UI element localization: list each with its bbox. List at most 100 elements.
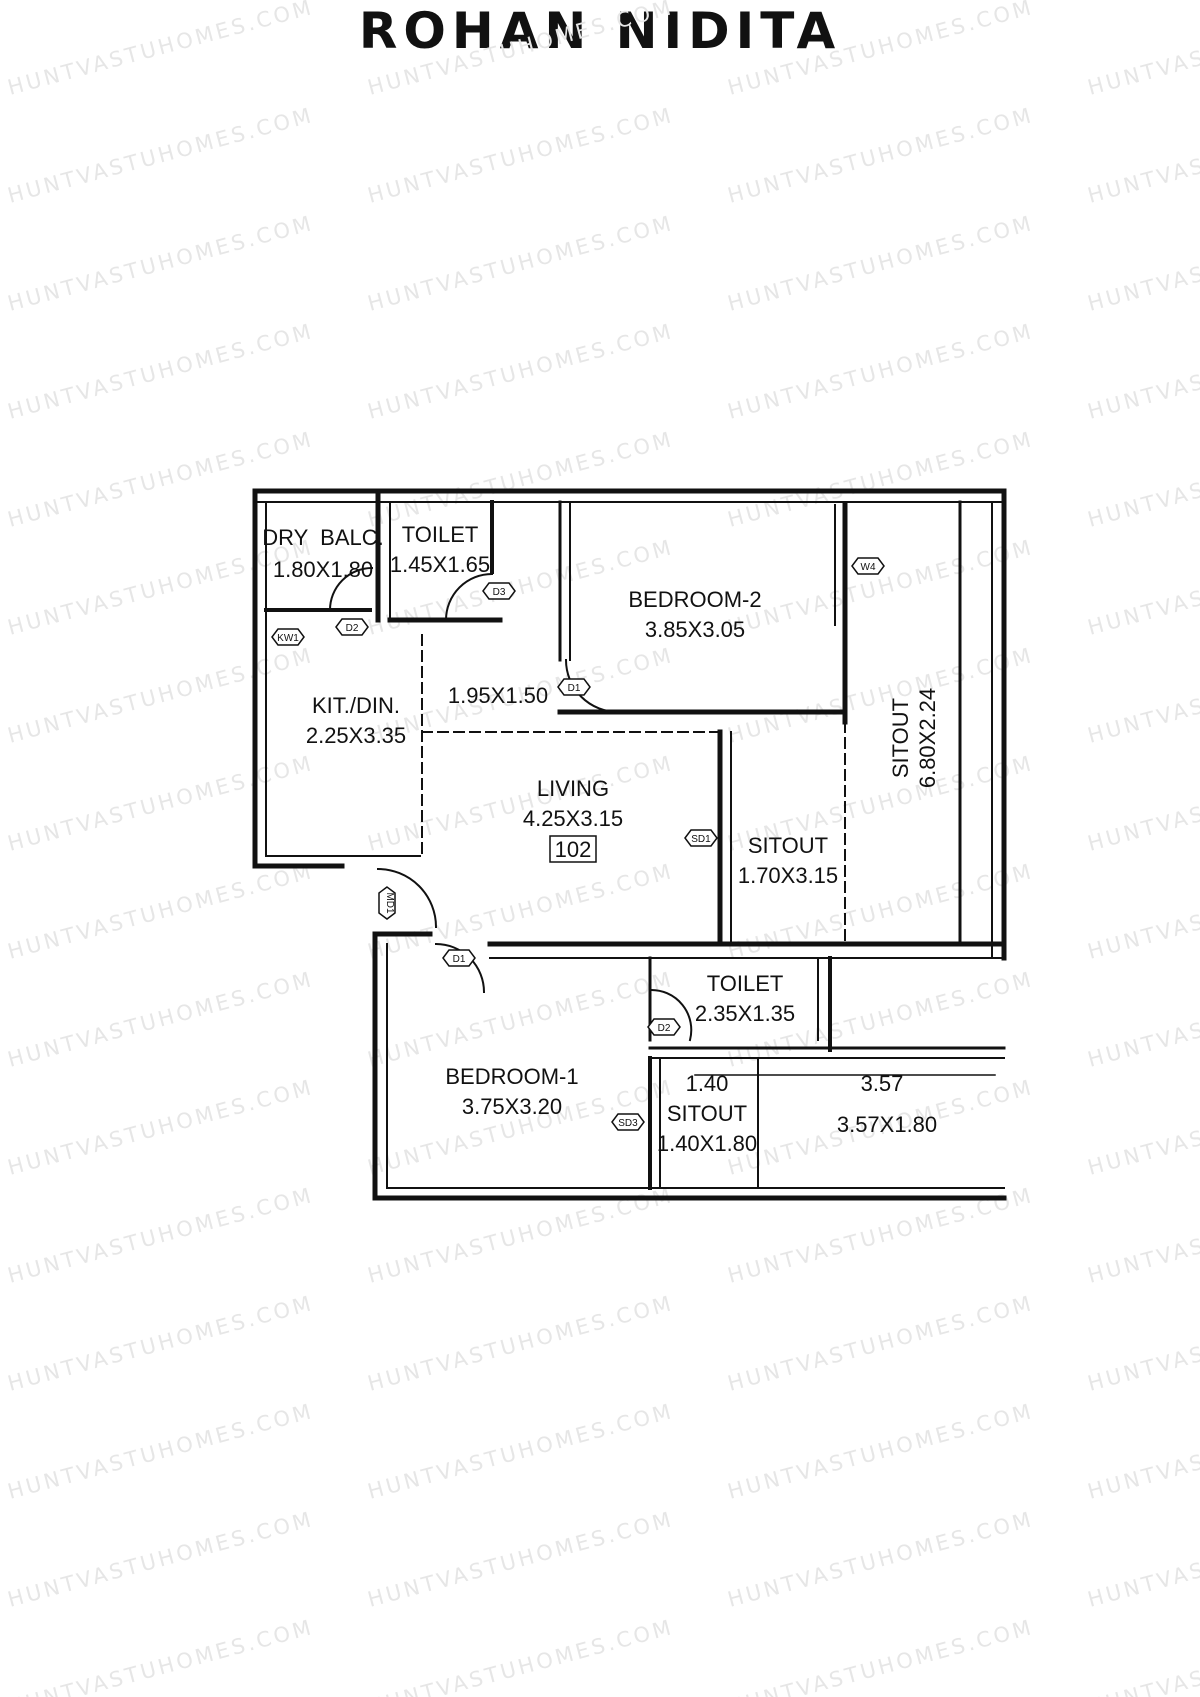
watermark-text: HUNTVASTUHOMES.COM: [5, 1075, 316, 1180]
tag-sd1: SD1: [684, 829, 718, 847]
watermark-text: HUNTVASTUHOMES.COM: [725, 103, 1036, 208]
watermark-text: HUNTVASTUHOMES.COM: [1085, 319, 1200, 424]
sitout-bottom-size: 1.40X1.80: [657, 1131, 757, 1156]
kitchen-dining-name: KIT./DIN.: [312, 693, 400, 718]
watermark-text: HUNTVASTUHOMES.COM: [725, 427, 1036, 532]
kw1-label: KW1: [277, 633, 299, 644]
watermark-text: HUNTVASTUHOMES.COM: [1085, 967, 1200, 1072]
tag-d3: D3: [482, 582, 516, 600]
md1-label: MD1: [384, 892, 395, 914]
sitout-middle-name: SITOUT: [748, 833, 828, 858]
living-name: LIVING: [537, 776, 609, 801]
sitout-right-size: 6.80X2.24: [915, 688, 940, 788]
watermark-text: HUNTVASTUHOMES.COM: [5, 1399, 316, 1504]
d1-bedroom2-label: D1: [568, 683, 581, 694]
watermark-text: HUNTVASTUHOMES.COM: [725, 1615, 1036, 1697]
watermark-text: HUNTVASTUHOMES.COM: [5, 643, 316, 748]
sitout-right-name: SITOUT: [888, 698, 913, 778]
watermark-text: HUNTVASTUHOMES.COM: [725, 535, 1036, 640]
tag-sd3: SD3: [611, 1113, 645, 1131]
tag-d1-bedroom1: D1: [442, 949, 476, 967]
watermark-text: HUNTVASTUHOMES.COM: [1085, 1615, 1200, 1697]
watermark-text: HUNTVASTUHOMES.COM: [365, 1615, 676, 1697]
watermark-text: HUNTVASTUHOMES.COM: [725, 1507, 1036, 1612]
watermark-text: HUNTVASTUHOMES.COM: [1085, 1507, 1200, 1612]
w4-label: W4: [861, 562, 876, 573]
watermark-text: HUNTVASTUHOMES.COM: [725, 211, 1036, 316]
watermark-text: HUNTVASTUHOMES.COM: [5, 427, 316, 532]
unit-number-box: [549, 835, 597, 863]
watermark-text: HUNTVASTUHOMES.COM: [1085, 0, 1200, 100]
d3-label: D3: [493, 587, 506, 598]
watermark-text: HUNTVASTUHOMES.COM: [1085, 103, 1200, 208]
watermark-text: HUNTVASTUHOMES.COM: [5, 103, 316, 208]
watermark-text: HUNTVASTUHOMES.COM: [5, 211, 316, 316]
tag-kw1: KW1: [271, 628, 305, 646]
watermark-text: HUNTVASTUHOMES.COM: [1085, 1183, 1200, 1288]
watermark-text: HUNTVASTUHOMES.COM: [1085, 1075, 1200, 1180]
watermark-text: HUNTVASTUHOMES.COM: [725, 1291, 1036, 1396]
toilet-bottom-name: TOILET: [707, 971, 784, 996]
passage-size: 1.95X1.50: [448, 683, 548, 708]
bedroom-2-size: 3.85X3.05: [645, 617, 745, 642]
watermark-text: HUNTVASTUHOMES.COM: [5, 535, 316, 640]
watermark-text: HUNTVASTUHOMES.COM: [1085, 211, 1200, 316]
watermark-text: HUNTVASTUHOMES.COM: [5, 1507, 316, 1612]
watermark-text: HUNTVASTUHOMES.COM: [1085, 751, 1200, 856]
sitout-bottom-dim: 1.40: [686, 1071, 729, 1096]
room-labels: DRY BALC. 1.80X1.80 TOILET 1.45X1.65 1.9…: [262, 522, 940, 1156]
tag-d2-kitchen: D2: [335, 618, 369, 636]
tag-w4: W4: [851, 557, 885, 575]
watermark-text: HUNTVASTUHOMES.COM: [1085, 535, 1200, 640]
watermark-text: HUNTVASTUHOMES.COM: [5, 319, 316, 424]
project-title: ROHAN NIDITA: [358, 2, 842, 60]
d2-kitchen-label: D2: [346, 623, 359, 634]
d1-bedroom1-label: D1: [453, 954, 466, 965]
tag-d1-bedroom2: D1: [557, 678, 591, 696]
toilet-bottom-size: 2.35X1.35: [695, 1001, 795, 1026]
watermark-text: HUNTVASTUHOMES.COM: [365, 427, 676, 532]
watermark-text: HUNTVASTUHOMES.COM: [725, 643, 1036, 748]
unit-number: 102: [555, 837, 592, 862]
watermark-text: HUNTVASTUHOMES.COM: [5, 751, 316, 856]
watermark-text: HUNTVASTUHOMES.COM: [365, 967, 676, 1072]
watermark-text: HUNTVASTUHOMES.COM: [5, 1183, 316, 1288]
watermark-text: HUNTVASTUHOMES.COM: [725, 319, 1036, 424]
watermark-text: HUNTVASTUHOMES.COM: [5, 1615, 316, 1697]
watermark-text: HUNTVASTUHOMES.COM: [365, 103, 676, 208]
plan-walls: [252, 488, 1007, 1201]
watermark-text: HUNTVASTUHOMES.COM: [365, 859, 676, 964]
dry-balcony-size: 1.80X1.80: [273, 557, 373, 582]
watermark-text: HUNTVASTUHOMES.COM: [365, 1291, 676, 1396]
opening-tags: W4 D3 KW1 D2 D1 MD1 SD1 D1 D2 SD3: [271, 557, 885, 1131]
watermark-text: HUNTVASTUHOMES.COM: [1085, 643, 1200, 748]
watermark-text: HUNTVASTUHOMES.COM: [725, 0, 1036, 100]
watermark-text: HUNTVASTUHOMES.COM: [365, 211, 676, 316]
watermark-text: HUNTVASTUHOMES.COM: [1085, 1399, 1200, 1504]
living-size: 4.25X3.15: [523, 806, 623, 831]
sd1-label: SD1: [691, 834, 711, 845]
watermark-text: HUNTVASTUHOMES.COM: [5, 1291, 316, 1396]
dry-balcony-name: DRY BALC.: [262, 525, 383, 550]
toilet-top-size: 1.45X1.65: [390, 552, 490, 577]
watermark-text: HUNTVASTUHOMES.COM: [365, 1507, 676, 1612]
tag-md1: MD1: [378, 886, 396, 920]
watermark-text: HUNTVASTUHOMES.COM: [365, 0, 676, 100]
d2-toilet-label: D2: [658, 1023, 671, 1034]
kitchen-dining-size: 2.25X3.35: [306, 723, 406, 748]
watermark-text: HUNTVASTUHOMES.COM: [5, 967, 316, 1072]
toilet-top-name: TOILET: [402, 522, 479, 547]
watermark-text: HUNTVASTUHOMES.COM: [725, 1399, 1036, 1504]
bottom-right-dim: 3.57: [861, 1071, 904, 1096]
watermark-text: HUNTVASTUHOMES.COM: [365, 319, 676, 424]
watermark-text: HUNTVASTUHOMES.COM: [1085, 859, 1200, 964]
watermark-text: HUNTVASTUHOMES.COM: [365, 751, 676, 856]
watermark-text: HUNTVASTUHOMES.COM: [1085, 427, 1200, 532]
watermark-text: HUNTVASTUHOMES.COM: [1085, 1291, 1200, 1396]
watermark-text: HUNTVASTUHOMES.COM: [5, 859, 316, 964]
watermark-text: HUNTVASTUHOMES.COM: [5, 0, 316, 100]
sitout-middle-size: 1.70X3.15: [738, 863, 838, 888]
bedroom-1-size: 3.75X3.20: [462, 1094, 562, 1119]
